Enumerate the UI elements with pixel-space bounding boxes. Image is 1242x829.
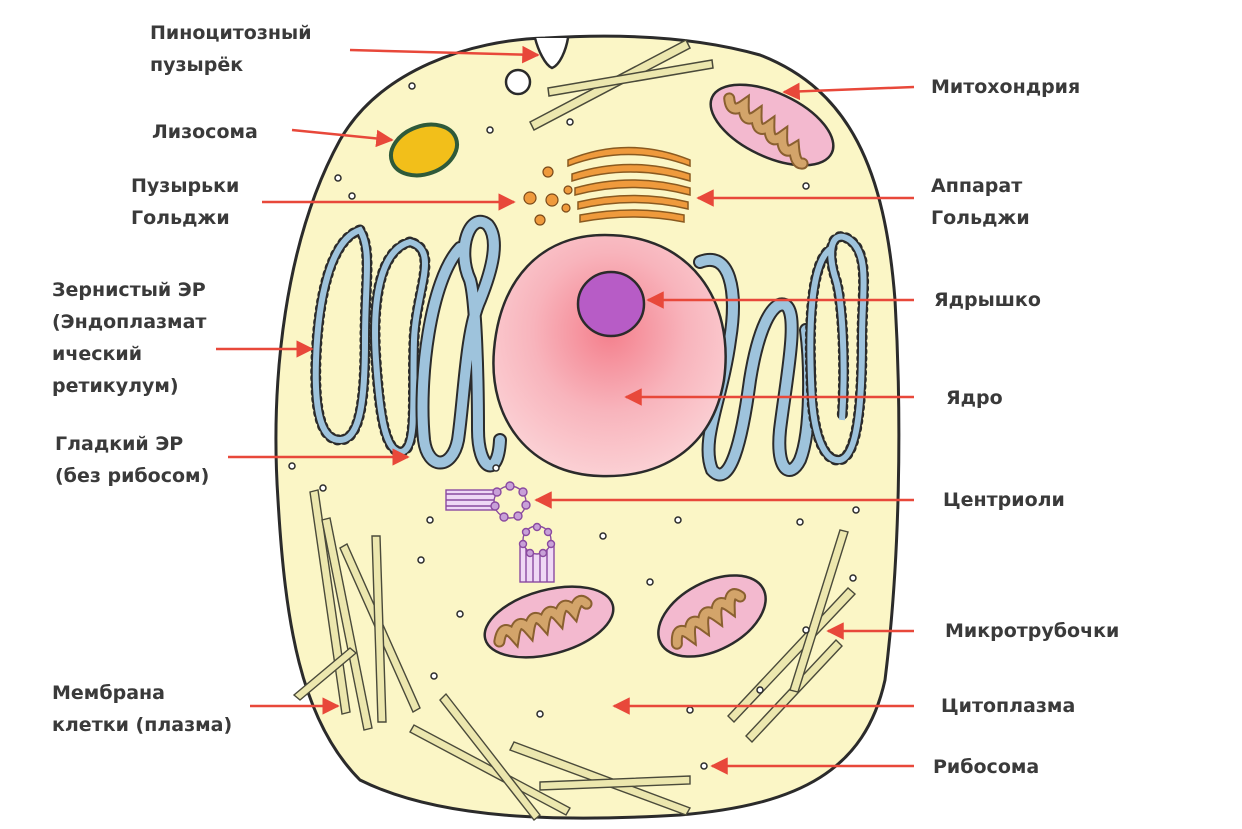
label-centrioles: Центриоли [943,484,1065,516]
label-nucleolus: Ядрышко [934,284,1041,316]
label-ribosome: Рибосома [933,751,1039,783]
label-rough-er: Зернистый ЭР (Эндоплазмат ический ретику… [52,274,206,402]
label-pinocytic-vesicle: Пиноцитозный пузырёк [150,17,312,81]
label-lysosome: Лизосома [152,116,258,148]
label-golgi-vesicles: Пузырьки Гольджи [131,170,239,234]
nucleolus [578,272,644,336]
label-nucleus: Ядро [946,382,1003,414]
label-membrane: Мембрана клетки (плазма) [52,677,232,741]
label-cytoplasm: Цитоплазма [941,690,1075,722]
label-golgi-apparatus: Аппарат Гольджи [931,170,1030,234]
label-mitochondrion: Митохондрия [931,71,1080,103]
label-smooth-er: Гладкий ЭР (без рибосом) [55,428,209,492]
label-microtubules: Микротрубочки [945,615,1119,647]
